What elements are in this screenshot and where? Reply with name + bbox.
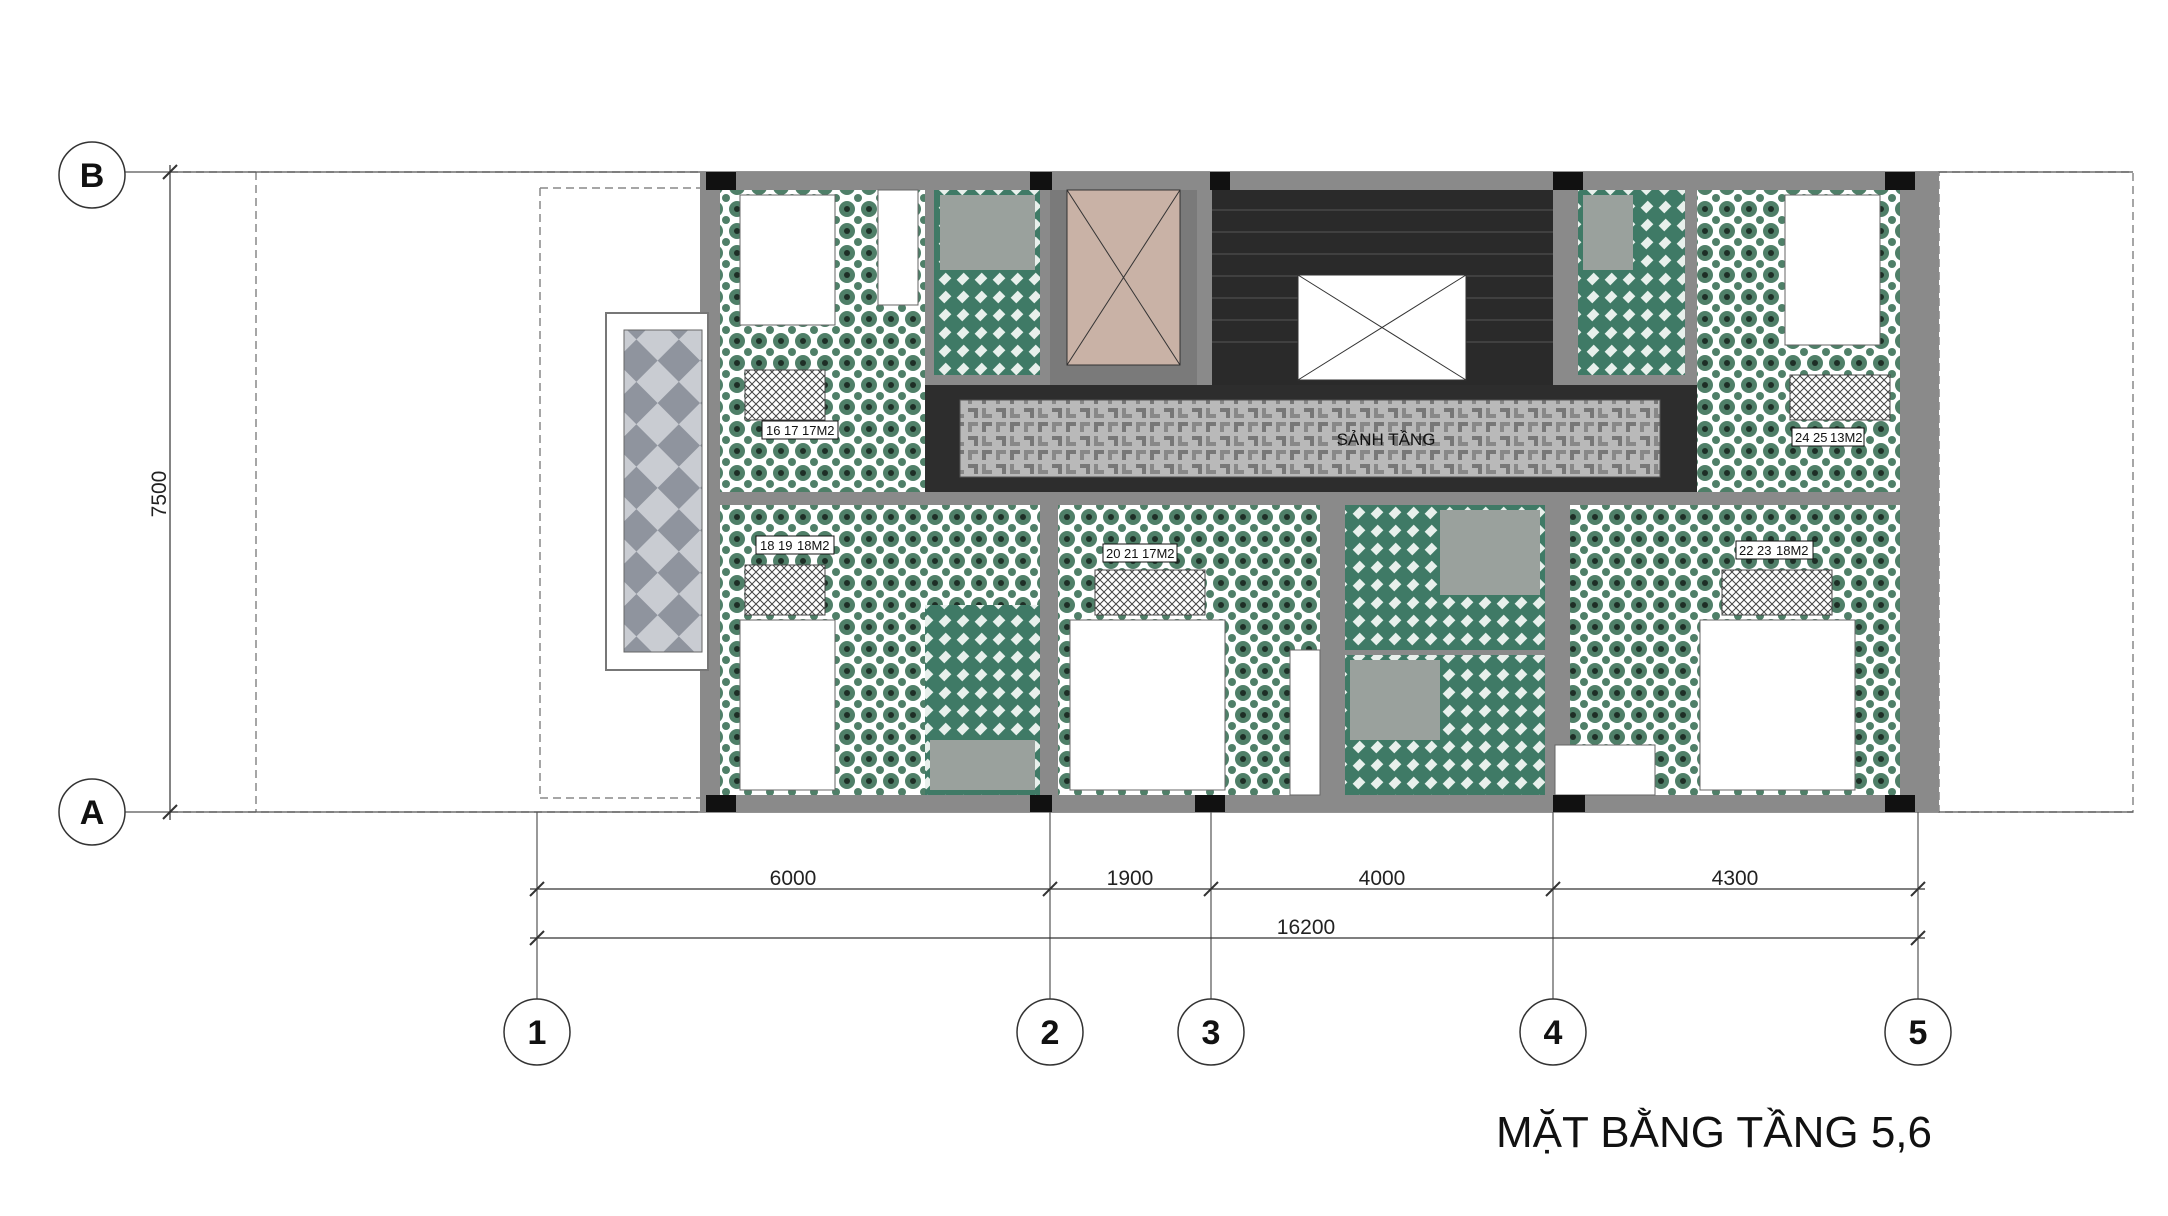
room-label-bedroom-4: 22 23 18M2 (1735, 540, 1814, 560)
lobby-label: SẢNH TẦNG (1337, 430, 1436, 449)
svg-text:22: 22 (1739, 543, 1753, 558)
dimension-7500: 7500 (148, 471, 171, 518)
svg-text:B: B (80, 157, 105, 195)
svg-text:18M2: 18M2 (797, 538, 830, 553)
axis-bubble-1: 1 (503, 998, 571, 1066)
svg-text:24: 24 (1795, 430, 1809, 445)
svg-text:16: 16 (766, 423, 780, 438)
room-label-bedroom-2: 18 19 18M2 (755, 535, 835, 555)
svg-text:18: 18 (760, 538, 774, 553)
svg-text:19: 19 (778, 538, 792, 553)
svg-text:2: 2 (1041, 1014, 1060, 1052)
svg-text:18M2: 18M2 (1776, 543, 1809, 558)
axis-bubble-5: 5 (1884, 998, 1952, 1066)
svg-text:20: 20 (1106, 546, 1120, 561)
svg-text:17: 17 (784, 423, 798, 438)
axis-bubble-2: 2 (1016, 998, 1084, 1066)
drawing-title: MẶT BẰNG TẦNG 5,6 (1496, 1107, 1932, 1157)
dimension-span-4: 4300 (1712, 867, 1759, 890)
svg-text:A: A (80, 794, 105, 832)
span-dimensions (529, 881, 1926, 946)
svg-text:25: 25 (1813, 430, 1827, 445)
svg-text:13M2: 13M2 (1830, 430, 1863, 445)
room-label-bedroom-5: 24 25 13M2 (1791, 427, 1865, 447)
dimension-span-3: 4000 (1359, 867, 1406, 890)
room-label-bedroom-3: 20 21 17M2 (1102, 543, 1178, 563)
axis-bubble-B: B (58, 141, 126, 209)
svg-text:4: 4 (1544, 1014, 1563, 1052)
axis-bubble-4: 4 (1519, 998, 1587, 1066)
svg-text:17M2: 17M2 (802, 423, 835, 438)
axis-bubble-A: A (58, 778, 126, 846)
svg-text:21: 21 (1124, 546, 1138, 561)
svg-text:5: 5 (1909, 1014, 1928, 1052)
dimension-total: 16200 (1277, 916, 1335, 939)
svg-text:17M2: 17M2 (1142, 546, 1175, 561)
svg-text:1: 1 (528, 1014, 547, 1052)
dimension-span-2: 1900 (1107, 867, 1154, 890)
svg-text:23: 23 (1757, 543, 1771, 558)
building (605, 172, 1939, 812)
svg-text:3: 3 (1202, 1014, 1221, 1052)
depth-dimension: 7500 (148, 164, 178, 820)
room-label-bedroom-1: 16 17 17M2 (761, 420, 839, 440)
dimension-span-1: 6000 (770, 867, 817, 890)
axis-bubble-3: 3 (1177, 998, 1245, 1066)
